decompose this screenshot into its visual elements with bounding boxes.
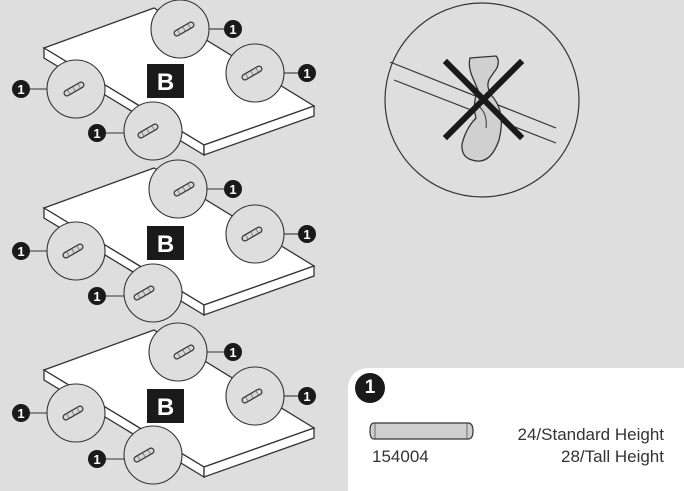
shelf-assembly-1: B 1 1 1 1 bbox=[12, 0, 316, 161]
detail-circle bbox=[123, 425, 183, 485]
panel-label-b: B bbox=[157, 69, 174, 96]
callout-number: 1 bbox=[93, 289, 100, 304]
quantity-tall-height: 28/Tall Height bbox=[560, 447, 664, 466]
callout-number: 1 bbox=[17, 406, 24, 421]
callout-number: 1 bbox=[303, 66, 310, 81]
shelf-assembly-2: B 1 1 1 1 bbox=[12, 159, 316, 323]
part-number: 154004 bbox=[372, 447, 429, 466]
callout-number: 1 bbox=[229, 345, 236, 360]
legend-number-badge: 1 bbox=[355, 373, 385, 403]
callout-number: 1 bbox=[17, 82, 24, 97]
callout-number: 1 bbox=[303, 389, 310, 404]
shelf-assembly-3: B 1 1 1 1 bbox=[12, 322, 316, 485]
panel-label-box bbox=[147, 226, 184, 260]
x-mark-icon bbox=[442, 58, 525, 141]
panel-label-box bbox=[147, 389, 184, 423]
callout-number: 1 bbox=[93, 452, 100, 467]
callout-number: 1 bbox=[229, 22, 236, 37]
panel-label-b: B bbox=[157, 394, 174, 421]
warning-detail bbox=[384, 2, 580, 198]
legend-dowel-pin-icon bbox=[369, 422, 474, 440]
detail-circle bbox=[123, 263, 183, 323]
panel-label-box bbox=[147, 64, 184, 98]
callout-number: 1 bbox=[303, 227, 310, 242]
callout-number: 1 bbox=[229, 182, 236, 197]
callout-number: 1 bbox=[93, 126, 100, 141]
callout-number: 1 bbox=[17, 244, 24, 259]
panel-label-b: B bbox=[157, 231, 174, 258]
quantity-standard-height: 24/Standard Height bbox=[517, 425, 665, 444]
